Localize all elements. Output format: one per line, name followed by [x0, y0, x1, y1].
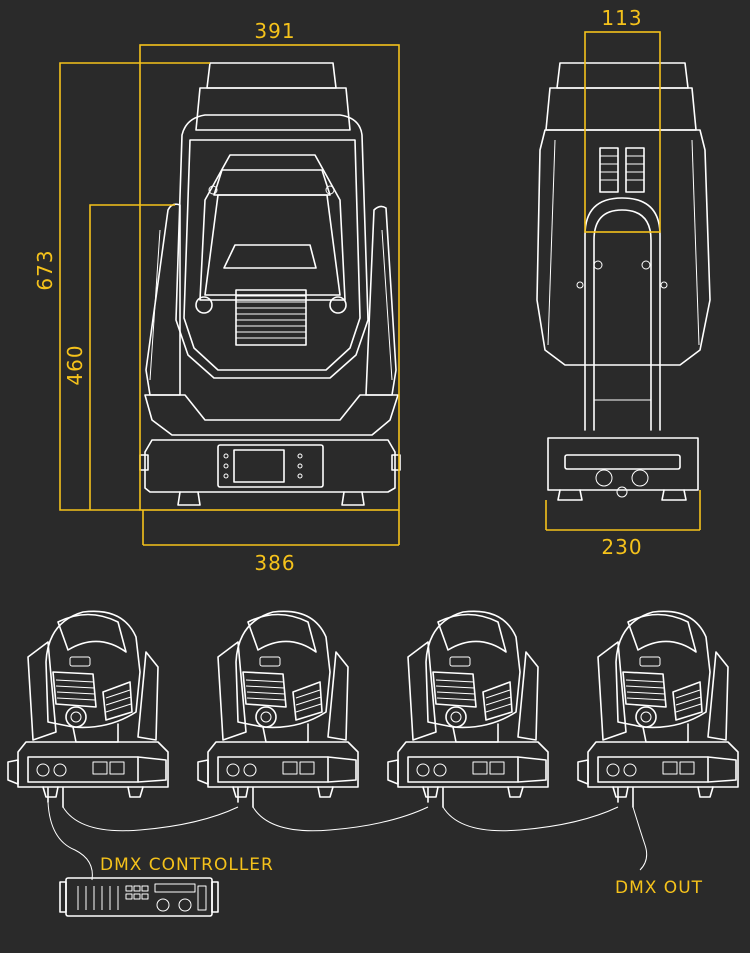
front-view-drawing — [139, 62, 401, 506]
dim-side-width-bottom: 230 — [601, 535, 642, 559]
dimension-lines — [59, 31, 701, 546]
fixture-3 — [387, 610, 549, 808]
dim-front-height-base: 460 — [63, 344, 87, 385]
dmx-controller-label: DMX CONTROLLER — [100, 855, 274, 875]
dmx-out-cable — [632, 806, 648, 871]
dmx-cable-2-3 — [252, 806, 429, 832]
dmx-out-label: DMX OUT — [615, 878, 703, 898]
dmx-controller-device — [59, 877, 219, 917]
dmx-daisy-chain — [7, 610, 739, 917]
dim-side-width-top: 113 — [601, 6, 642, 30]
fixture-2 — [197, 610, 359, 808]
fixture-1 — [7, 610, 169, 808]
dmx-cable-3-4 — [442, 806, 619, 832]
controller-cable — [47, 801, 93, 881]
dim-front-width-bottom: 386 — [254, 551, 295, 575]
side-view-drawing — [536, 62, 711, 501]
fixture-4 — [577, 610, 739, 808]
dim-front-width-top: 391 — [254, 19, 295, 43]
dmx-cable-1-2 — [62, 806, 239, 832]
dim-front-height-total: 673 — [33, 249, 57, 290]
